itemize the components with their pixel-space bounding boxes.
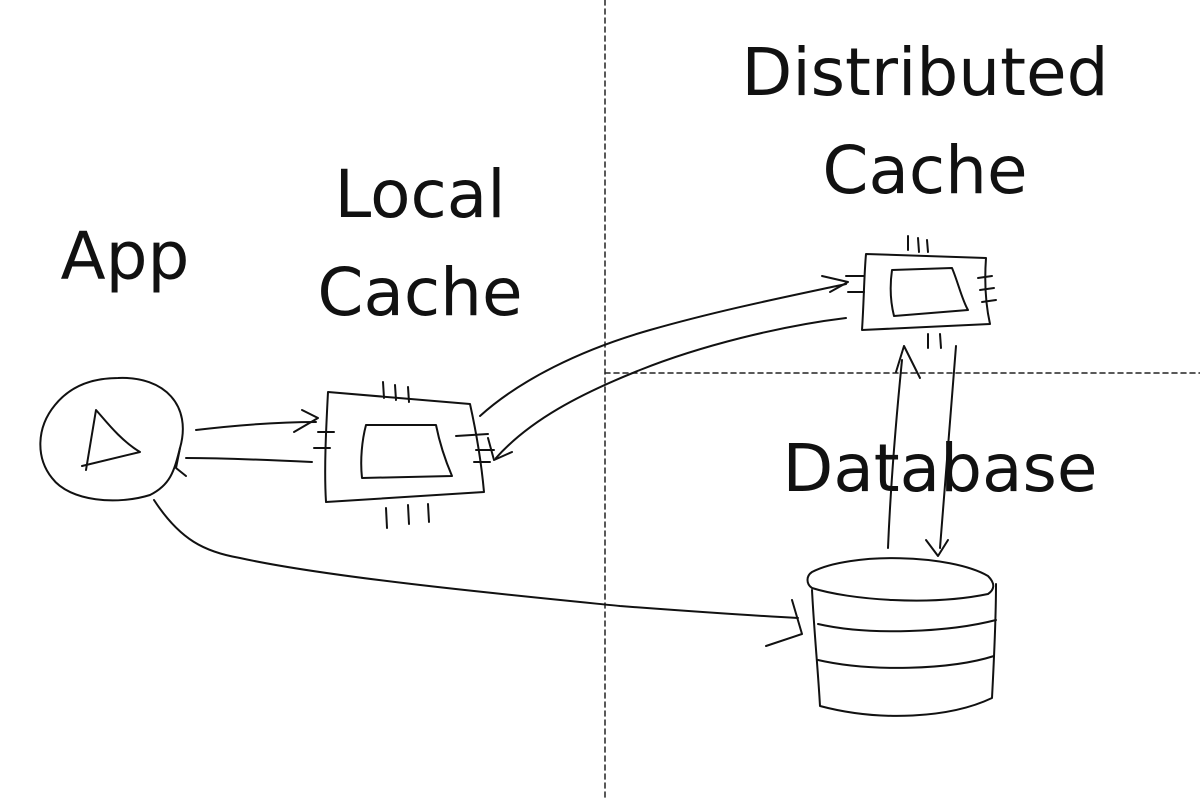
arrowhead-app-to-local <box>294 410 318 432</box>
arrowhead-db-to-distributed <box>896 346 920 378</box>
database-cylinder-icon <box>808 558 997 716</box>
db-top <box>808 558 994 600</box>
arrowhead-distributed-to-local <box>488 438 512 460</box>
edge-distributed-to-local <box>496 318 846 458</box>
local-cache-chip-icon <box>314 382 494 528</box>
db-band-2 <box>818 656 994 668</box>
chip-pins-bottom <box>928 334 941 348</box>
chip-outer <box>862 254 990 330</box>
db-body <box>812 584 996 716</box>
chip-pins-bottom <box>386 504 429 528</box>
chip-inner <box>361 425 452 478</box>
distributed-cache-label-line-2: Cache <box>822 132 1028 209</box>
database-label: Database <box>782 430 1098 507</box>
distributed-cache-label: Distributed Cache <box>715 24 1135 220</box>
app-circle <box>40 378 182 500</box>
arrowhead-app-to-database <box>766 600 802 646</box>
app-node <box>40 378 182 500</box>
edge-db-to-distributed <box>888 360 902 548</box>
chip-inner <box>891 268 968 316</box>
chip-pins-left <box>846 276 864 292</box>
edge-local-to-distributed <box>480 284 846 416</box>
play-icon <box>82 410 140 470</box>
chip-outer <box>325 392 484 502</box>
distributed-cache-chip-icon <box>846 236 996 348</box>
chip-pins-top <box>383 382 409 402</box>
arrowhead-distributed-to-db <box>926 540 948 556</box>
edge-local-to-app <box>186 458 312 462</box>
chip-pins-right <box>978 276 996 302</box>
db-band-1 <box>818 620 996 631</box>
arrowhead-local-to-distributed <box>822 276 848 292</box>
edge-app-to-local <box>196 422 316 430</box>
app-label: App <box>60 218 190 295</box>
local-cache-label-line-2: Cache <box>317 254 523 331</box>
edge-distributed-to-db <box>940 346 956 548</box>
arrowhead-local-to-app <box>176 448 186 476</box>
chip-pins-top <box>908 236 928 252</box>
distributed-cache-label-line-1: Distributed <box>741 34 1109 111</box>
local-cache-label-line-1: Local <box>334 156 506 233</box>
local-cache-label: Local Cache <box>300 146 540 342</box>
chip-pins-left <box>314 432 334 448</box>
edge-app-to-database <box>154 500 798 618</box>
